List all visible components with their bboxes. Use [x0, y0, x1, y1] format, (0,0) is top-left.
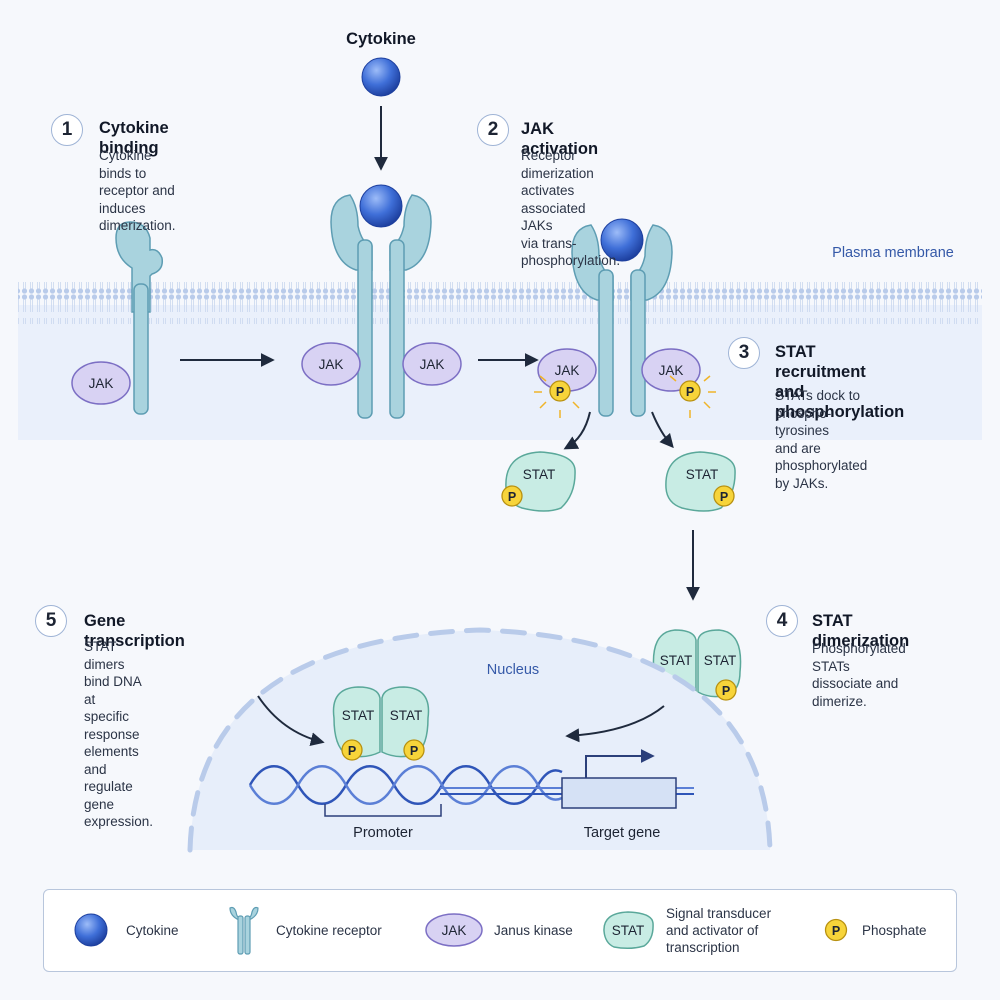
step-description: STAT dimers bind DNA at specific respons… — [84, 639, 154, 829]
jak-pair-inactive: JAK JAK — [301, 342, 462, 386]
jak-icon: JAK — [425, 913, 483, 947]
receptor-dimer-activated — [571, 218, 673, 417]
stat-label: STAT — [390, 708, 423, 723]
top-cytokine-label: Cytokine — [346, 30, 416, 48]
step-title: JAK activation — [521, 120, 599, 158]
cytokine-ligand — [361, 57, 401, 97]
transcription-start-arrow — [585, 749, 655, 778]
receptor-icon — [229, 906, 259, 955]
step-number-badge: 3 — [728, 337, 760, 369]
step-title: Gene transcription — [84, 612, 185, 650]
stat-monomer-left: STAT P — [501, 451, 576, 512]
step-title: STAT dimerization — [812, 612, 910, 650]
legend-item-stat: STAT Signal transducer and activator of … — [600, 890, 771, 970]
stat-label: STAT — [342, 708, 375, 723]
legend-item-receptor: Cytokine receptor — [224, 890, 382, 970]
legend-item-phosphate: P Phosphate — [824, 890, 927, 970]
step-description: Phosphorylated STATs dissociate and dime… — [812, 641, 906, 709]
legend-item-cytokine: Cytokine — [72, 890, 179, 970]
phosphate-badge-label: P — [832, 924, 840, 938]
stat-badge-label: STAT — [612, 923, 645, 938]
legend-label: Janus kinase — [494, 922, 573, 938]
phosphate-group: P — [549, 380, 571, 402]
stat-label: STAT — [704, 653, 737, 668]
phosphate-label: P — [556, 385, 564, 399]
jak-label: JAK — [420, 357, 445, 372]
jak-label: JAK — [89, 376, 114, 391]
step-description: Receptor dimerization activates associat… — [521, 148, 621, 268]
cytoplasm-region — [18, 305, 982, 440]
jak-monomer: JAK — [71, 361, 131, 405]
target-gene-box — [561, 777, 677, 809]
jak-badge-label: JAK — [442, 923, 467, 938]
phosphate-group: P — [679, 380, 701, 402]
stat-monomer-right: STAT P — [665, 451, 736, 512]
phosphate-label: P — [686, 385, 694, 399]
step-description: Cytokine binds to receptor and induces d… — [99, 148, 176, 233]
stat-label: STAT — [523, 467, 556, 482]
legend-item-jak: JAK Janus kinase — [424, 890, 573, 970]
nucleus-label: Nucleus — [487, 662, 539, 678]
step-number-badge: 2 — [477, 114, 509, 146]
target-gene-label: Target gene — [584, 825, 661, 841]
recruit-arrow-right — [651, 411, 674, 449]
phosphate-label: P — [508, 490, 516, 504]
phosphate-label: P — [348, 744, 356, 758]
legend-label: Phosphate — [862, 922, 927, 938]
nuclear-import-arrow — [565, 705, 665, 743]
jak-pair-active: JAK JAK — [537, 348, 701, 392]
stat-icon: STAT — [603, 911, 654, 950]
stat-label: STAT — [686, 467, 719, 482]
cytokine-icon — [74, 913, 108, 947]
jak-label: JAK — [319, 357, 344, 372]
jak-label: JAK — [555, 363, 580, 378]
stat-label: STAT — [660, 653, 693, 668]
step-description: STATs dock to phospho-tyrosines and are … — [775, 388, 868, 491]
promoter-label: Promoter — [353, 825, 413, 841]
dna-binding-arrow — [257, 695, 325, 747]
promoter-bracket — [324, 804, 442, 817]
step-title: STAT recruitment and phosphorylation — [775, 343, 905, 421]
membrane-label: Plasma membrane — [832, 245, 954, 261]
recruit-arrow-left — [563, 411, 591, 450]
jak-label: JAK — [659, 363, 684, 378]
phosphate-label: P — [722, 684, 730, 698]
stat-dimer-dna-bound: STAT STAT P P — [332, 686, 430, 761]
step-number-badge: 1 — [51, 114, 83, 146]
phosphate-label: P — [410, 744, 418, 758]
step-number-badge: 5 — [35, 605, 67, 637]
plasma-membrane — [18, 282, 982, 324]
phosphate-label: P — [720, 490, 728, 504]
step-title: Cytokine binding — [99, 119, 169, 157]
legend-label: Cytokine — [126, 922, 179, 938]
phosphate-icon: P — [824, 918, 848, 942]
legend-label: Signal transducer and activator of trans… — [666, 905, 772, 955]
step-number-badge: 4 — [766, 605, 798, 637]
phosphorylation-glow — [534, 375, 716, 418]
receptor-dimer-bound — [330, 184, 432, 419]
legend: Cytokine Cytokine receptor JAK Janus kin… — [43, 889, 957, 972]
receptor-monomer — [115, 221, 164, 415]
legend-label: Cytokine receptor — [276, 922, 382, 938]
